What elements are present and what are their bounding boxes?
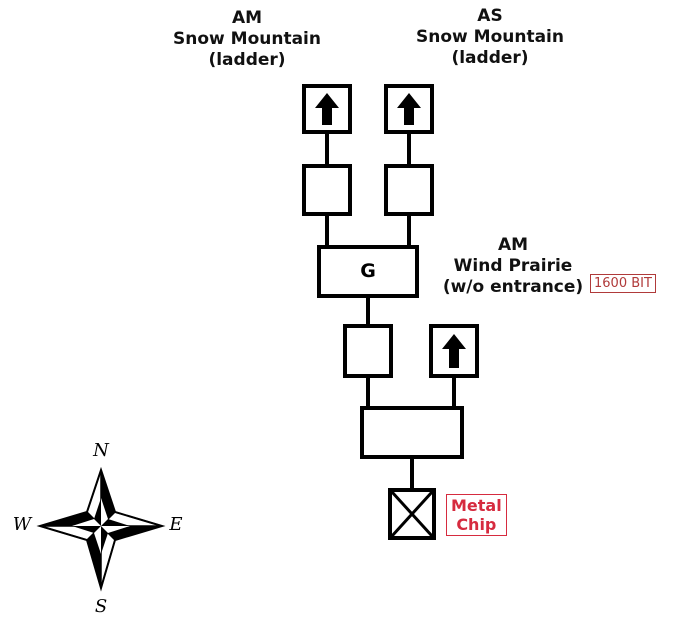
label-am-wind-prairie: AM Wind Prairie (w/o entrance): [438, 235, 588, 298]
label-line: (w/o entrance): [442, 277, 584, 297]
room-big: [360, 406, 464, 459]
compass-west: W: [12, 514, 32, 535]
exit-room-as-snow: [384, 84, 434, 134]
exit-room-am-wind: [429, 324, 479, 378]
arrow-up-icon: [397, 93, 421, 125]
arrow-up-icon: [315, 93, 339, 125]
compass-rose-icon: [36, 466, 166, 592]
label-line: (ladder): [451, 48, 529, 68]
item-line: Chip: [456, 515, 497, 534]
label-line: AS: [477, 6, 503, 26]
compass-east: E: [169, 514, 183, 535]
exit-room-am-snow: [302, 84, 352, 134]
item-tag-metal-chip: Metal Chip: [446, 494, 507, 536]
label-line: Snow Mountain: [416, 27, 564, 47]
label-line: Wind Prairie: [453, 256, 573, 276]
room-g-label: G: [360, 260, 376, 282]
compass-south: S: [94, 596, 108, 617]
room-right-upper: [384, 164, 434, 216]
label-line: AM: [231, 8, 263, 28]
item-line: Metal: [451, 496, 502, 515]
room-g: [317, 245, 419, 298]
label-line: Snow Mountain: [173, 29, 321, 49]
room-lower-left: [343, 324, 393, 378]
compass-north: N: [93, 440, 109, 461]
label-am-snow-mountain: AM Snow Mountain (ladder): [158, 8, 336, 71]
price-tag: 1600 BIT: [590, 274, 656, 293]
arrow-up-icon: [442, 334, 466, 368]
label-line: (ladder): [208, 50, 286, 70]
label-as-snow-mountain: AS Snow Mountain (ladder): [401, 6, 579, 69]
item-room: [388, 488, 436, 540]
label-line: AM: [497, 235, 529, 255]
room-left-upper: [302, 164, 352, 216]
